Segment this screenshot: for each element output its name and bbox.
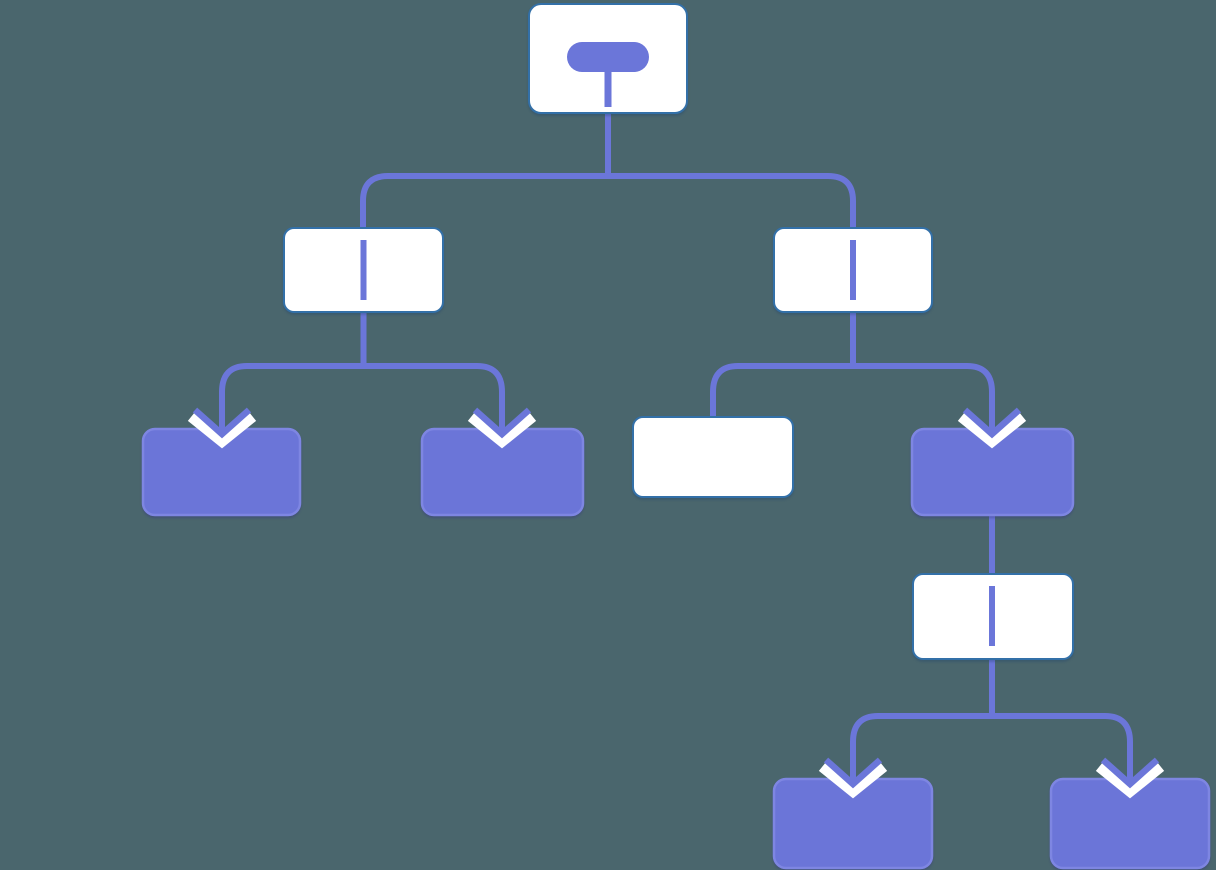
pill-icon <box>567 42 649 107</box>
collapsed-indicator <box>989 586 995 646</box>
node-child-plain[interactable] <box>632 416 794 498</box>
arrow-down-icon <box>187 399 257 449</box>
arrow-down-icon <box>957 399 1027 449</box>
edge-branch-right-to-children <box>710 363 995 417</box>
collapsed-indicator <box>850 240 856 300</box>
node-mid-collapsed[interactable] <box>912 573 1074 660</box>
edge-mid-to-leaves <box>850 713 1133 751</box>
collapsed-indicator <box>360 240 367 300</box>
arrow-down-icon <box>1095 749 1165 799</box>
edge-root-to-branches <box>360 173 856 228</box>
edge-branch-left-to-leaves <box>219 363 505 401</box>
connectors <box>219 113 1133 751</box>
node-root[interactable] <box>528 3 688 114</box>
node-branch-left[interactable] <box>283 227 444 313</box>
node-branch-right[interactable] <box>773 227 933 313</box>
arrow-down-icon <box>818 749 888 799</box>
arrow-down-icon <box>467 399 537 449</box>
